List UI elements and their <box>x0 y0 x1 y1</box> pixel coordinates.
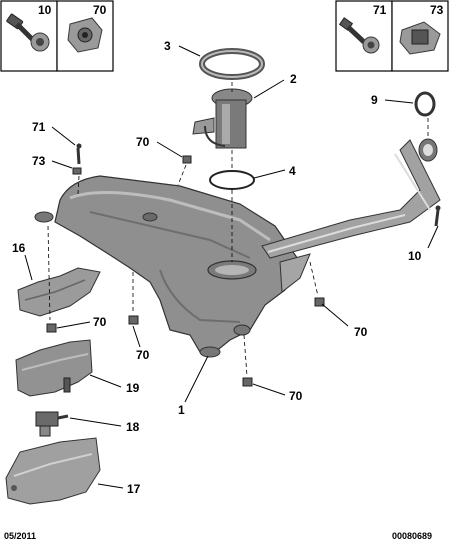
filler-pipe[interactable] <box>261 138 441 259</box>
callout-16: 16 <box>12 241 26 255</box>
part-box-70[interactable]: 70 <box>56 0 114 72</box>
callout-19: 19 <box>126 381 140 395</box>
callout-1: 1 <box>178 403 185 417</box>
part-box-70-label: 70 <box>93 3 107 17</box>
bolt-10-small[interactable] <box>434 205 441 227</box>
o-ring-4[interactable] <box>209 170 255 190</box>
assembly-guides <box>47 82 429 377</box>
callout-17: 17 <box>127 482 141 496</box>
leader-lines <box>24 45 439 489</box>
callout-70-b: 70 <box>93 315 107 329</box>
footer-reference: 00080689 <box>392 531 432 541</box>
clip-nut-70-b[interactable] <box>128 315 139 325</box>
callout-2: 2 <box>290 72 297 86</box>
callout-70-a: 70 <box>136 135 150 149</box>
part-box-73[interactable]: 73 <box>391 0 449 72</box>
heat-shield-16[interactable] <box>17 267 101 317</box>
clip-nut-70-small[interactable] <box>182 155 192 164</box>
callout-71: 71 <box>32 120 46 134</box>
part-box-10-label: 10 <box>38 3 52 17</box>
callout-3: 3 <box>164 39 171 53</box>
part-box-71-label: 71 <box>373 3 387 17</box>
callout-labels: 3 2 4 9 71 73 70 16 10 70 70 70 70 19 18… <box>12 39 422 496</box>
callout-9: 9 <box>371 93 378 107</box>
part-box-10[interactable]: 10 <box>0 0 58 72</box>
cage-nut-icon <box>399 21 441 55</box>
clip-nut-icon <box>67 17 103 53</box>
fuel-pump-module-2[interactable] <box>192 88 253 149</box>
callout-10: 10 <box>408 249 422 263</box>
nut-73-small[interactable] <box>72 167 82 175</box>
sensor-18[interactable] <box>35 411 69 437</box>
callout-73: 73 <box>32 154 46 168</box>
callout-70-c: 70 <box>136 348 150 362</box>
part-box-71[interactable]: 71 <box>335 0 393 72</box>
clip-nut-70-d[interactable] <box>242 377 253 387</box>
callout-70-d: 70 <box>354 325 368 339</box>
locking-ring-3[interactable] <box>199 48 265 80</box>
flange-bolt-icon <box>338 17 380 54</box>
shield-19[interactable] <box>15 339 93 397</box>
callout-18: 18 <box>126 420 140 434</box>
fuel-tank[interactable] <box>34 175 311 358</box>
shield-17[interactable] <box>5 437 101 505</box>
callout-70-e: 70 <box>289 389 303 403</box>
footer-date: 05/2011 <box>4 531 36 541</box>
fastener-71-small[interactable] <box>76 143 82 165</box>
part-box-73-label: 73 <box>430 3 444 17</box>
bolt-icon <box>6 13 50 52</box>
seal-ring-9[interactable] <box>414 91 436 117</box>
callout-4: 4 <box>289 164 296 178</box>
clip-nut-70-a[interactable] <box>46 323 57 333</box>
clip-nut-70-c[interactable] <box>314 297 325 307</box>
